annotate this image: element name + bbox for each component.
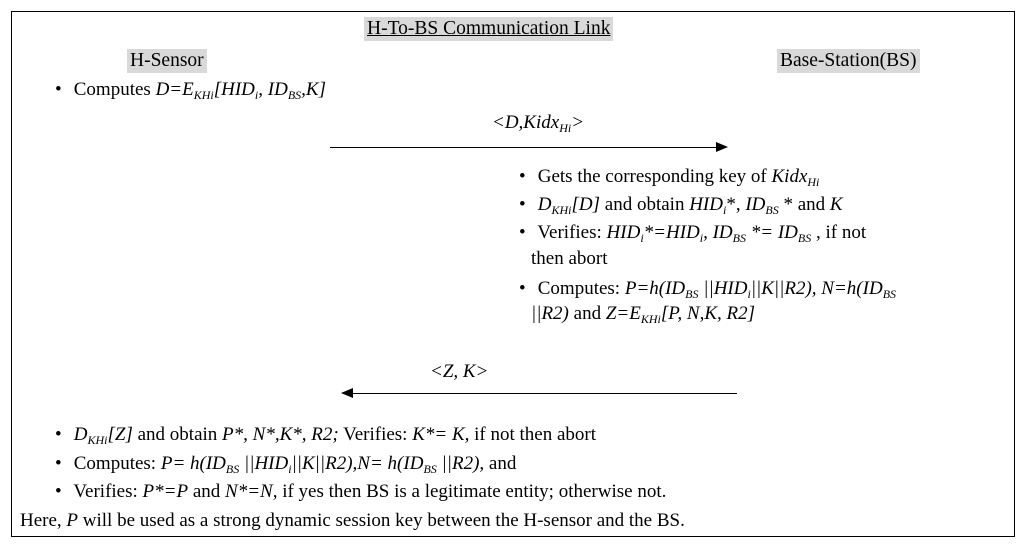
bs-step-get-key: Gets the corresponding key of KidxHi (519, 165, 820, 189)
arrow-sensor-to-bs (330, 142, 728, 152)
diagram-title: H-To-BS Communication Link (364, 17, 614, 41)
bs-step-compute-line2: ||R2) and Z=EKHi[P, N,K, R2] (531, 303, 755, 326)
arrow-head-left (341, 388, 353, 398)
sensor-step-compute-d: Computes D=EKHi[HIDi, IDBS,K] (55, 78, 326, 102)
message-2-label: <Z, K> (430, 361, 489, 382)
session-key-note: Here, P will be used as a strong dynamic… (20, 510, 685, 531)
bs-step-verify-line2: then abort (531, 248, 608, 269)
bs-step-decrypt: DKHi[D] and obtain HIDi*, IDBS * and K (519, 193, 843, 217)
arrow-head-right (716, 142, 728, 152)
sensor-step-compute: Computes: P= h(IDBS ||HIDi||K||R2),N= h(… (55, 452, 517, 476)
sensor-step-verify: Verifies: P*=P and N*=N, if yes then BS … (55, 480, 666, 504)
party-base-station: Base-Station(BS) (777, 49, 920, 73)
sensor-step-decrypt-verify: DKHi[Z] and obtain P*, N*,K*, R2; Verifi… (55, 423, 596, 447)
bs-step-compute: Computes: P=h(IDBS ||HIDi||K||R2), N=h(I… (519, 277, 896, 301)
diagram-frame (11, 11, 1015, 537)
bs-step-verify: Verifies: HIDi*=HIDi, IDBS *= IDBS , if … (519, 221, 866, 245)
arrow-bs-to-sensor (341, 388, 737, 398)
message-1-label: <D,KidxHi> (492, 112, 585, 135)
party-h-sensor: H-Sensor (127, 49, 207, 73)
